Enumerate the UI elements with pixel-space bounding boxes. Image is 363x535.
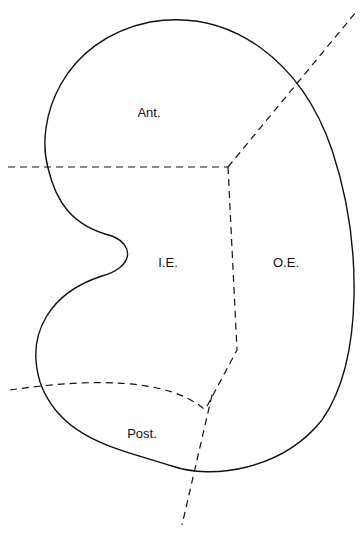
region-label: O.E. <box>273 256 299 269</box>
dashed-divider <box>228 12 356 167</box>
dashed-divider <box>10 383 205 410</box>
dashed-divider <box>182 395 212 525</box>
dashed-divider <box>205 167 237 410</box>
region-label: I.E. <box>158 256 178 269</box>
kidney-outline <box>36 20 354 472</box>
region-label: Ant. <box>137 106 160 119</box>
dashed-divider <box>8 166 228 167</box>
region-label: Post. <box>127 427 157 440</box>
